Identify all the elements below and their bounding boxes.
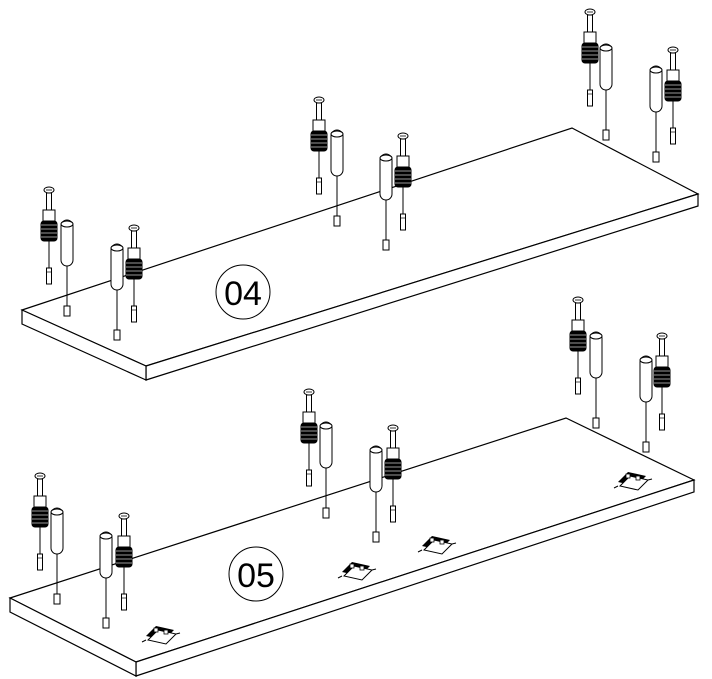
step-number-04: 04: [224, 275, 262, 313]
wood-dowel-icon: [649, 65, 663, 163]
wood-dowel-icon: [599, 43, 613, 141]
step-marker-04: 04: [215, 264, 271, 320]
panel-step-04: 04: [20, 8, 700, 381]
cam-screw-icon: [31, 472, 49, 571]
board-left-edge-05: [9, 597, 137, 677]
step-marker-05: 05: [228, 546, 284, 602]
cam-screw-icon: [300, 388, 318, 487]
cam-screw-icon: [653, 332, 671, 431]
board-top-04: [20, 127, 700, 367]
cam-screw-icon: [310, 96, 328, 195]
step-number-05: 05: [237, 557, 275, 595]
panel-step-05: 05: [8, 296, 696, 677]
cam-screw-icon: [40, 186, 58, 285]
wood-dowel-icon: [639, 355, 653, 453]
cam-screw-icon: [569, 296, 587, 395]
board-top-05: [8, 417, 696, 663]
cam-screw-icon: [664, 46, 682, 145]
cam-screw-icon: [581, 8, 599, 107]
wood-dowel-icon: [589, 331, 603, 429]
board-left-edge-04: [21, 309, 147, 381]
